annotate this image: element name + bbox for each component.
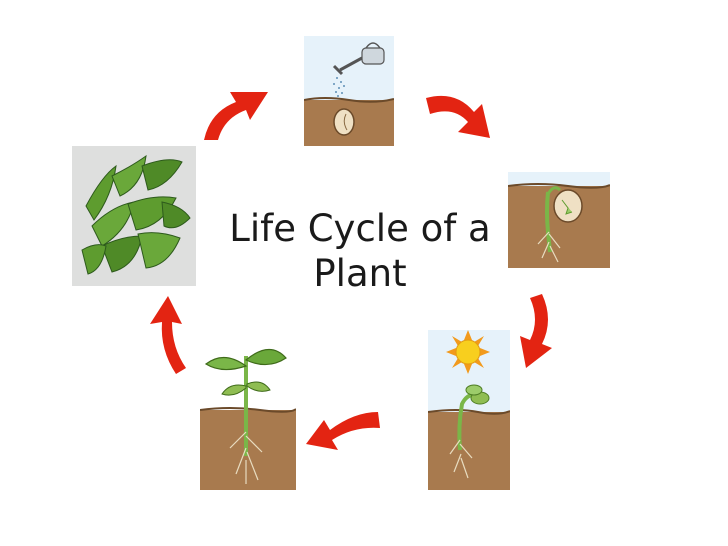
cycle-arrow-5 (196, 82, 276, 144)
sprout-with-sun-illustration (428, 330, 510, 490)
seed-watering-illustration (304, 36, 394, 146)
pea-pods-photo (72, 146, 196, 286)
young-plant-illustration (200, 336, 296, 490)
slide-title: Life Cycle of a Plant (222, 206, 498, 296)
cycle-arrow-1 (420, 84, 500, 146)
cycle-arrow-2 (512, 290, 562, 372)
title-line-2: Plant (313, 252, 407, 295)
title-line-1: Life Cycle of a (229, 207, 491, 250)
germination-illustration (508, 172, 610, 268)
cycle-arrow-4 (140, 290, 192, 380)
cycle-arrow-3 (300, 404, 384, 456)
